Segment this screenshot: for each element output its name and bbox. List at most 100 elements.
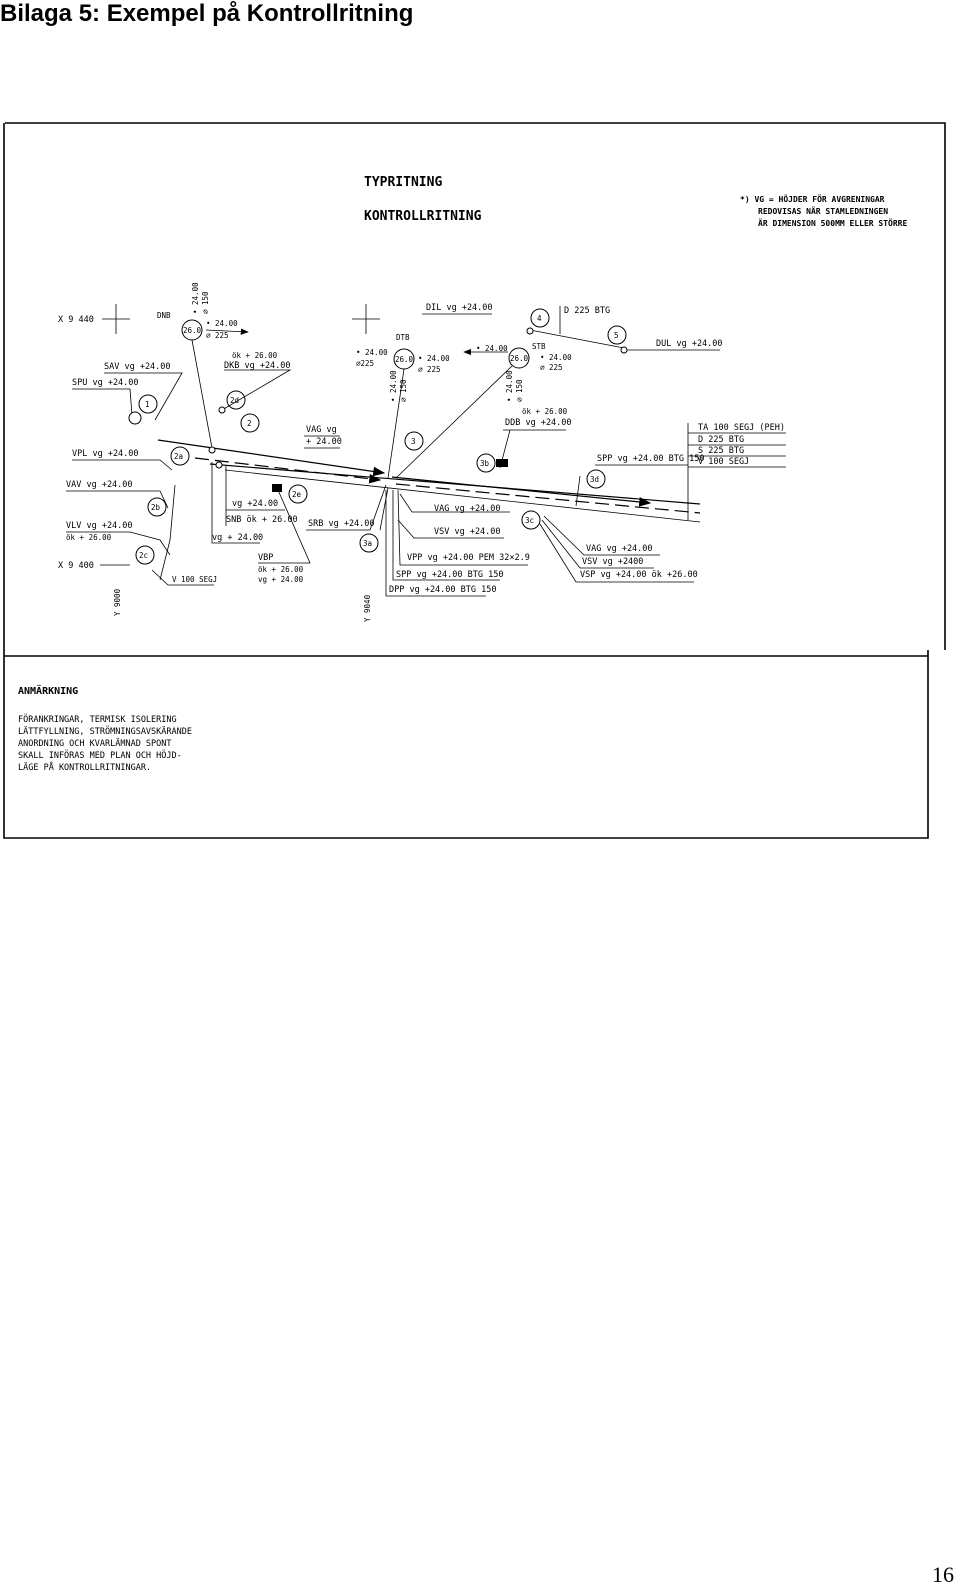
dnb-leg-2 — [205, 328, 249, 335]
main-line-d2 — [391, 476, 652, 507]
valve-3b — [496, 459, 508, 467]
leader-vpp — [397, 489, 528, 566]
leader-vlv — [66, 531, 171, 556]
well-dnb-vg: • 24.00 — [206, 319, 238, 328]
well-dnb-vert-dim: ⌀ 150 — [201, 291, 210, 314]
bubble-2: 2 — [240, 413, 260, 433]
note-line-2: REDOVISAS NÄR STAMLEDNINGEN — [758, 206, 888, 216]
remark-line-3: ANORDNING OCH KVARLÄMNAD SPONT — [18, 738, 172, 749]
bubble-3b: 3b — [476, 453, 496, 473]
leader-snb — [211, 462, 285, 544]
remark-line-2: LÄTTFYLLNING, STRÖMNINGSAVSKÄRANDE — [18, 726, 192, 737]
title-typritning: TYPRITNING — [364, 175, 442, 190]
well-stb-vert-dim: ⌀ 150 — [515, 379, 524, 402]
label-dkb: DKB vg +24.00 — [224, 361, 291, 371]
node-5 — [620, 346, 628, 354]
label-vpl: VPL vg +24.00 — [72, 449, 139, 459]
leader-3a — [379, 487, 389, 531]
svg-text:2c: 2c — [139, 551, 148, 560]
node-2a — [208, 446, 216, 454]
bubble-3a: 3a — [359, 533, 379, 553]
remark-line-4: SKALL INFÖRAS MED PLAN OCH HÖJD- — [18, 750, 182, 761]
leader-spu — [72, 388, 133, 416]
main-line-v — [209, 463, 701, 505]
node-4 — [526, 327, 534, 335]
well-stb-right-vg: • 24.00 — [540, 353, 572, 362]
well-dtb-right-dim: ⌀ 225 — [418, 365, 441, 374]
remarks-title: ANMÄRKNING — [18, 683, 78, 697]
label-v100: V 100 SEGJ — [172, 575, 217, 584]
well-dnb-name: DNB — [157, 311, 171, 320]
well-stb — [508, 347, 530, 369]
leader-v100 — [151, 569, 214, 586]
label-dpp: DPP vg +24.00 BTG 150 — [389, 585, 496, 595]
legend-v: V 100 SEGJ — [698, 457, 749, 467]
bubble-3c: 3c — [521, 510, 541, 530]
coord-cross-x9440 — [102, 304, 130, 334]
coord-x9440: X 9 440 — [58, 315, 94, 325]
bubble-3: 3 — [404, 431, 424, 451]
legend-d: D 225 BTG — [698, 435, 744, 445]
bubble-2a: 2a — [170, 446, 190, 466]
bubble-2b: 2b — [147, 497, 167, 517]
leader-dkb — [221, 369, 292, 411]
bubble-3d: 3d — [586, 469, 606, 489]
label-vsv2: VSV vg +2400 — [582, 557, 643, 567]
well-stb-right-dim: ⌀ 225 — [540, 363, 563, 372]
well-dtb-left-dim: ⌀225 — [356, 359, 374, 368]
leader-vav — [66, 490, 169, 509]
label-vg-a: vg +24.00 — [232, 499, 278, 509]
label-vag-d: VAG vg +24.00 — [586, 544, 653, 554]
well-stb-value: 26.0 — [510, 354, 529, 363]
label-vsv: VSV vg +24.00 — [434, 527, 501, 537]
well-dtb-name: DTB — [396, 333, 410, 342]
title-kontrollritning: KONTROLLRITNING — [364, 209, 482, 224]
note-line-1: *) VG = HÖJDER FÖR AVGRENINGAR — [740, 194, 885, 204]
main-line-s — [194, 457, 382, 484]
svg-text:4: 4 — [537, 314, 542, 323]
bubble-5: 5 — [607, 325, 627, 345]
legend-ta: TA 100 SEGJ (PEH) — [698, 423, 785, 433]
leader-vsv — [397, 519, 504, 539]
svg-text:2e: 2e — [292, 490, 302, 499]
leader-srb — [306, 484, 387, 531]
well-dtb-vert-vg: • 24.00 — [389, 370, 398, 402]
svg-text:3c: 3c — [525, 516, 534, 525]
svg-text:2a: 2a — [174, 452, 183, 461]
leader-vag — [304, 435, 340, 449]
label-srb: SRB vg +24.00 — [308, 519, 375, 529]
svg-text:3b: 3b — [480, 459, 490, 468]
label-vsp: VSP vg +24.00 ök +26.00 — [580, 570, 698, 580]
label-spu: SPU vg +24.00 — [72, 378, 139, 388]
remark-line-1: FÖRANKRINGAR, TERMISK ISOLERING — [18, 714, 177, 725]
label-snb: SNB ök + 26.00 — [226, 515, 298, 525]
page-heading: Bilaga 5: Exempel på Kontrollritning — [0, 0, 414, 27]
leader-spp2 — [392, 490, 500, 581]
bubble-4: 4 — [530, 308, 550, 328]
coord-y9040: Y 9040 — [363, 594, 372, 622]
page-number: 16 — [932, 1562, 954, 1587]
main-line-ta — [224, 469, 701, 523]
well-stb-name: STB — [532, 342, 546, 351]
label-vbp-vg: vg + 24.00 — [258, 575, 304, 584]
valve-2e — [272, 484, 282, 492]
node-2d — [218, 406, 226, 414]
well-dtb-vert-dim: ⌀ 150 — [399, 379, 408, 402]
svg-text:3a: 3a — [363, 539, 372, 548]
well-dnb-value: 26.0 — [183, 326, 202, 335]
dnb-leg — [191, 339, 213, 449]
label-vav: VAV vg +24.00 — [66, 480, 133, 490]
branch-2c — [159, 484, 176, 581]
label-vag-c: VAG vg +24.00 — [434, 504, 501, 514]
svg-text:3: 3 — [411, 437, 416, 446]
leader-3d — [575, 475, 581, 507]
label-d225: D 225 BTG — [564, 306, 610, 316]
node-1 — [128, 411, 142, 425]
stb-line-to-5 — [529, 329, 625, 349]
leader-vag-d — [539, 515, 694, 583]
well-dnb-vert-vg: • 24.00 — [191, 282, 200, 314]
label-vbp-ok: ök + 26.00 — [258, 565, 304, 574]
note-line-3: ÄR DIMENSION 500MM ELLER STÖRRE — [758, 218, 907, 228]
svg-text:2b: 2b — [151, 503, 161, 512]
label-dkb-ok: ök + 26.00 — [232, 351, 278, 360]
